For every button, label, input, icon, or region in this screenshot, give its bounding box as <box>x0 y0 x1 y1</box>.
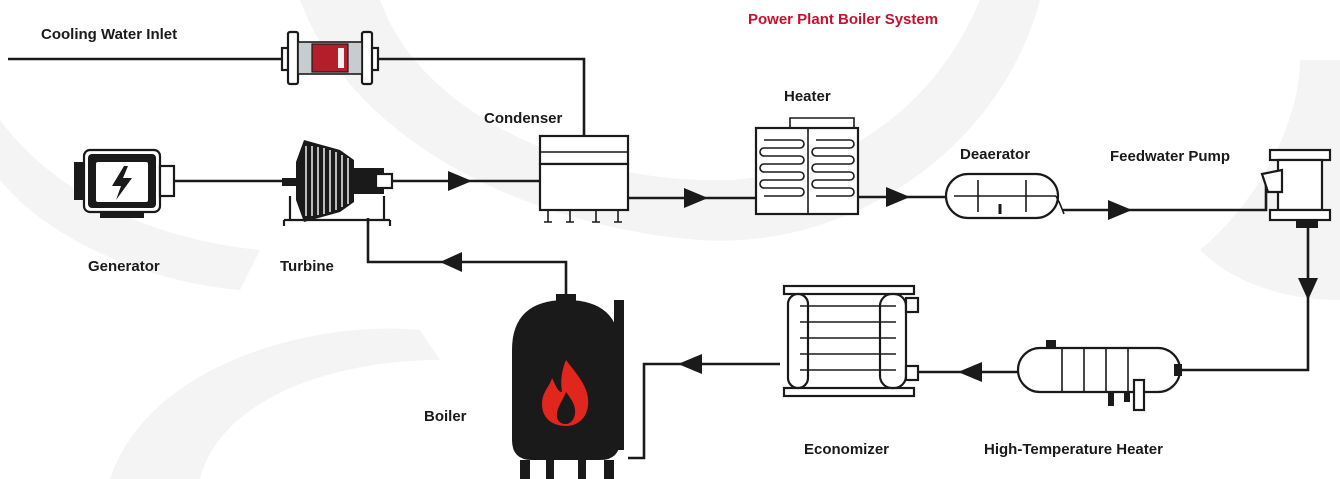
filter-valve-icon <box>280 30 380 86</box>
boiler-icon <box>512 294 624 479</box>
page-title: Power Plant Boiler System <box>748 11 939 28</box>
label-economizer: Economizer <box>804 441 890 458</box>
flow-arrow-deaerator-pump <box>1108 200 1132 220</box>
generator-icon <box>74 148 176 218</box>
label-high-temperature-heater: High-Temperature Heater <box>984 441 1163 458</box>
boiler-to-turbine-pipe <box>366 218 568 296</box>
high-temperature-heater-icon <box>1016 340 1182 412</box>
feedwater-pump-icon <box>1260 148 1332 228</box>
flow-arrow-heater-deaerator <box>886 187 910 207</box>
flame-icon <box>542 360 589 426</box>
label-turbine: Turbine <box>280 258 334 275</box>
flow-arrow-hth-economizer <box>958 362 982 382</box>
label-heater: Heater <box>784 88 831 105</box>
label-boiler: Boiler <box>424 408 467 425</box>
condenser-icon <box>538 134 630 223</box>
label-generator: Generator <box>88 258 160 275</box>
label-feedwater-pump: Feedwater Pump <box>1110 148 1231 165</box>
economizer-to-boiler-pipe <box>628 362 780 460</box>
flow-arrow-economizer-boiler <box>678 354 702 374</box>
flow-arrow-condenser-heater <box>684 188 708 208</box>
cooling-to-condenser-pipe <box>378 57 586 136</box>
label-deaerator: Deaerator <box>960 146 1031 163</box>
label-cooling-water-inlet: Cooling Water Inlet <box>41 26 178 43</box>
pump-to-hth-pipe <box>1180 228 1310 372</box>
flow-arrows <box>440 171 1318 382</box>
turbine-icon <box>282 140 394 226</box>
lightning-bolt-icon <box>112 166 132 200</box>
flow-arrow-pump-hth <box>1298 278 1318 300</box>
flow-arrow-boiler-turbine <box>440 252 462 272</box>
label-condenser: Condenser <box>484 110 563 127</box>
deaerator-icon <box>944 172 1065 220</box>
economizer-icon <box>782 284 920 398</box>
heater-icon <box>754 117 860 216</box>
flow-arrow-turbine-condenser <box>448 171 472 191</box>
